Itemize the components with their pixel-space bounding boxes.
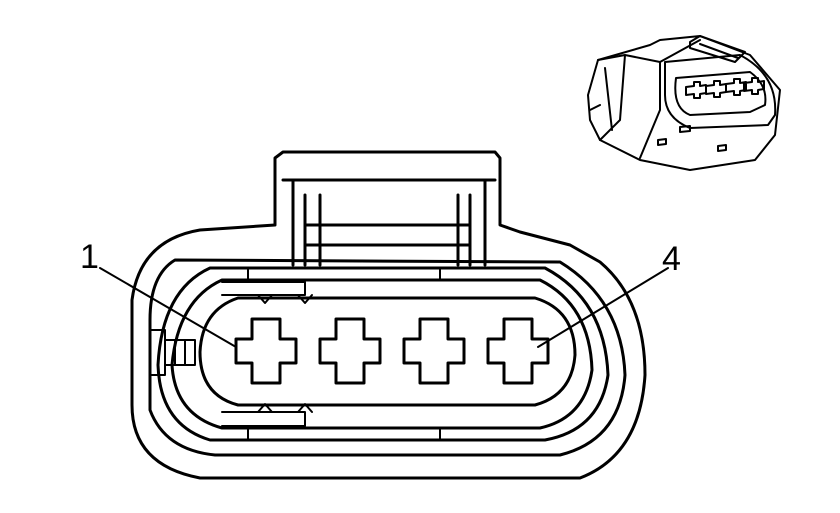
key-top (221, 281, 313, 304)
iso-front-face (664, 54, 777, 129)
callout-label-pin-4: 4 (662, 240, 681, 278)
leader-line-pin-1 (99, 267, 237, 348)
callout-leaders (99, 267, 669, 348)
seal-ring-middle (156, 266, 610, 442)
iso-body (587, 35, 781, 171)
ring-ticks (247, 267, 441, 441)
terminal-cavity-2 (318, 317, 382, 385)
terminal-cavity-4 (486, 317, 550, 385)
iso-top-face (597, 39, 701, 159)
iso-details (589, 67, 727, 152)
leader-line-pin-4 (537, 267, 669, 348)
key-bottom (221, 403, 313, 427)
seal-ring-inner (170, 278, 594, 430)
housing-outline (130, 150, 647, 480)
latch-tab (281, 178, 497, 267)
iso-pins (685, 77, 765, 99)
terminal-cavity-1 (234, 317, 298, 385)
seal-ring-outer (148, 258, 627, 457)
side-latch (149, 329, 196, 376)
connector-face (130, 150, 647, 480)
terminal-cavity-3 (402, 317, 466, 385)
connector-isometric-view (587, 35, 781, 171)
terminal-insert (198, 296, 577, 407)
callout-label-pin-1: 1 (80, 238, 99, 276)
terminal-group (234, 317, 550, 385)
